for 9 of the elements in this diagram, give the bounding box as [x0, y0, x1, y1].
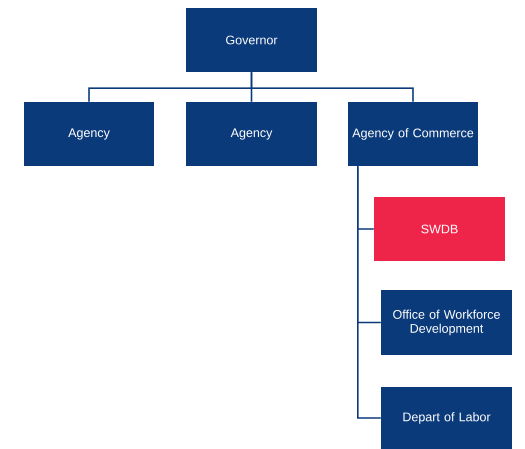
highlighted-box: SWDB [374, 197, 505, 261]
org-box: Agency of Commerce [348, 102, 478, 166]
org-box: Agency [24, 102, 154, 166]
org-box: Office of Workforce Development [381, 290, 512, 355]
connector-line [250, 72, 414, 102]
org-box: Governor [186, 8, 317, 72]
connector-line [357, 166, 381, 419]
org-box: Depart of Labor [381, 387, 512, 449]
org-box: Agency [186, 102, 317, 166]
